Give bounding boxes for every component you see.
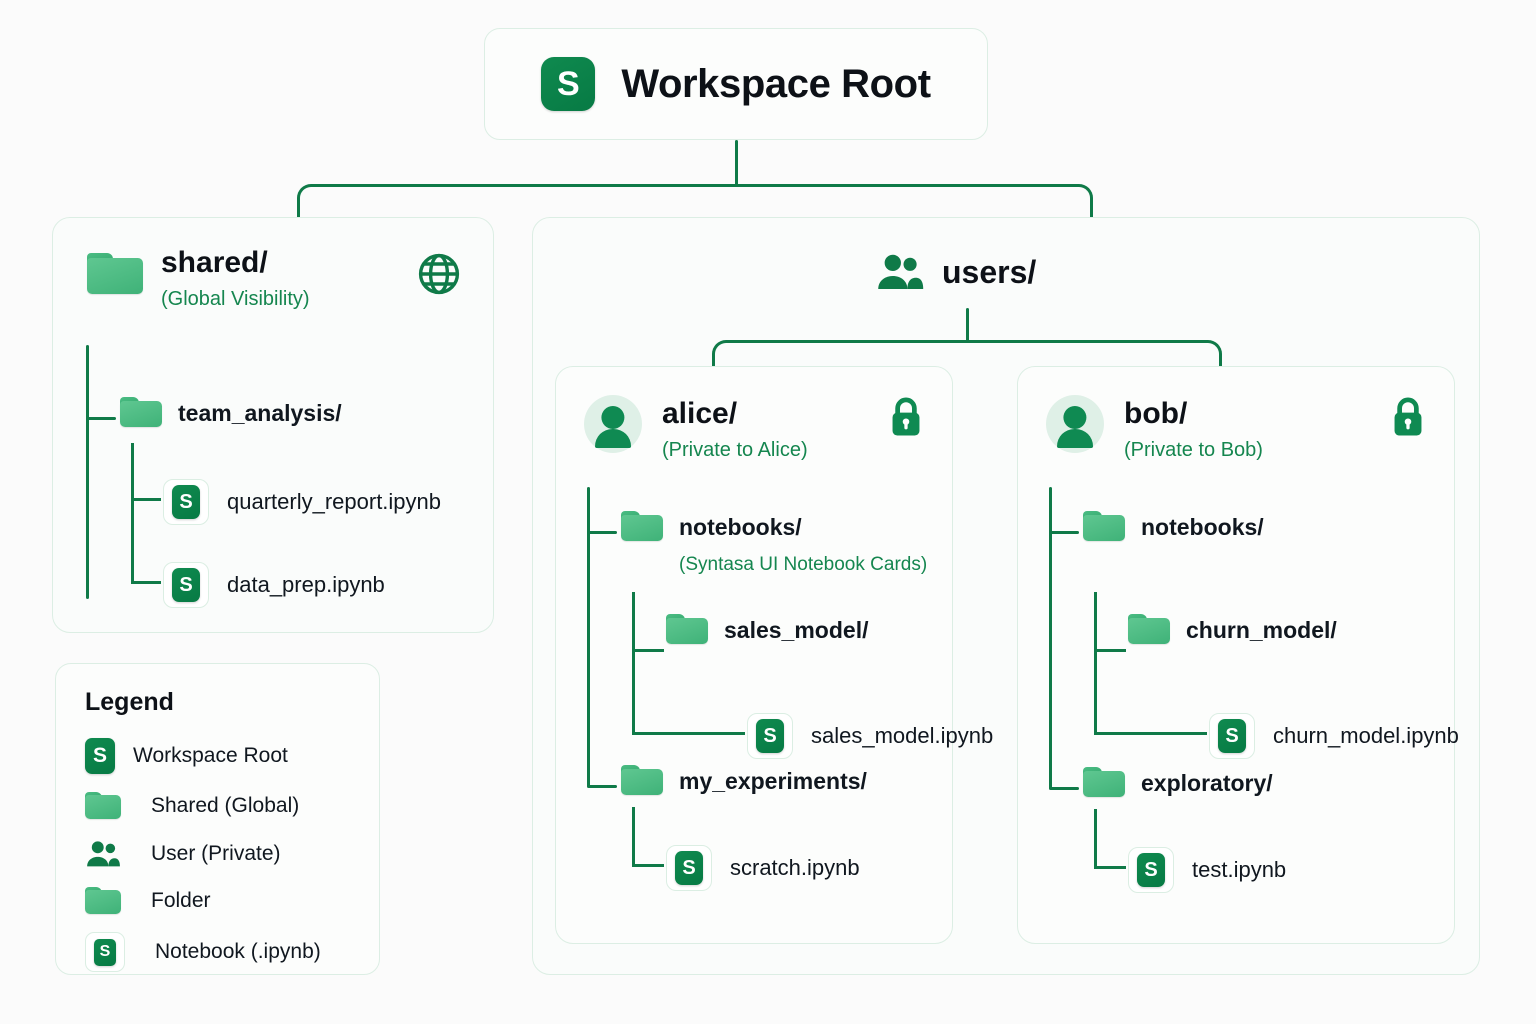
folder-icon: [85, 791, 121, 821]
legend-label: User (Private): [151, 842, 281, 866]
tree-branch-line: [1049, 531, 1079, 534]
tree-node-churn-model-folder[interactable]: churn_model/: [1128, 613, 1337, 647]
tree-node-quarterly-report[interactable]: S quarterly_report.ipynb: [163, 479, 441, 525]
folder-icon: [1128, 613, 1170, 647]
legend-item-user-private: User (Private): [85, 840, 281, 868]
user-avatar-icon: [584, 395, 642, 453]
user-avatar-icon: [1046, 395, 1104, 453]
node-label: notebooks/: [679, 514, 802, 541]
folder-icon: [85, 886, 121, 916]
tree-branch-line: [632, 807, 664, 867]
tree-node-scratch-notebook[interactable]: S scratch.ipynb: [666, 845, 860, 891]
legend-label: Notebook (.ipynb): [155, 940, 321, 964]
syntasa-s-icon: S: [85, 738, 115, 774]
tree-node-test-notebook[interactable]: S test.ipynb: [1128, 847, 1286, 893]
node-label: data_prep.ipynb: [227, 572, 385, 598]
tree-node-sales-model-folder[interactable]: sales_model/: [666, 613, 868, 647]
users-stem-connector: [966, 308, 969, 342]
tree-node-churn-model-notebook[interactable]: S churn_model.ipynb: [1209, 713, 1459, 759]
tree-branch-line: [86, 417, 116, 420]
folder-icon: [87, 252, 143, 298]
folder-icon: [120, 396, 162, 430]
root-branch-bus: [297, 184, 1093, 220]
legend-item-notebook: S Notebook (.ipynb): [85, 932, 321, 972]
legend-item-workspace-root: S Workspace Root: [85, 738, 288, 774]
alice-title: alice/: [662, 399, 808, 429]
node-label: sales_model.ipynb: [811, 723, 993, 749]
folder-icon: [1083, 510, 1125, 544]
node-label: sales_model/: [724, 617, 868, 644]
syntasa-s-icon: S: [541, 57, 595, 111]
bob-user-card[interactable]: bob/ (Private to Bob) notebooks/: [1017, 366, 1455, 944]
tree-branch-line: [587, 785, 617, 788]
notebook-icon: S: [1128, 847, 1174, 893]
folder-icon: [1083, 766, 1125, 800]
users-group-card[interactable]: users/ alice/ (Private to Alice): [532, 217, 1480, 975]
node-label: scratch.ipynb: [730, 855, 860, 881]
tree-branch-line: [1049, 787, 1079, 790]
bob-title: bob/: [1124, 399, 1263, 429]
page-title: Workspace Root: [621, 62, 930, 107]
folder-icon: [666, 613, 708, 647]
tree-node-my-experiments[interactable]: my_experiments/: [621, 764, 867, 798]
tree-branch-line: [587, 531, 617, 534]
node-label: team_analysis/: [178, 400, 342, 427]
shared-title: shared/: [161, 248, 310, 278]
workspace-root-node[interactable]: S Workspace Root: [484, 28, 988, 140]
node-label: notebooks/: [1141, 514, 1264, 541]
legend-item-folder: Folder: [85, 886, 211, 916]
node-label: quarterly_report.ipynb: [227, 489, 441, 515]
tree-node-exploratory[interactable]: exploratory/: [1083, 766, 1273, 800]
users-group-icon: [85, 840, 121, 868]
notebook-icon: S: [747, 713, 793, 759]
users-title: users/: [942, 256, 1036, 288]
shared-folder-card[interactable]: shared/ (Global Visibility) team_analysi…: [52, 217, 494, 633]
node-label: my_experiments/: [679, 768, 867, 795]
tree-node-data-prep[interactable]: S data_prep.ipynb: [163, 562, 385, 608]
node-label: test.ipynb: [1192, 857, 1286, 883]
legend-item-shared-global: Shared (Global): [85, 791, 299, 821]
notebook-icon: S: [163, 479, 209, 525]
node-label: churn_model/: [1186, 617, 1337, 644]
lock-icon: [886, 395, 926, 439]
notebook-icon: S: [666, 845, 712, 891]
globe-icon: [415, 250, 463, 298]
tree-branch-line: [131, 443, 161, 584]
lock-icon: [1388, 395, 1428, 439]
node-label: exploratory/: [1141, 770, 1273, 797]
tree-node-bob-notebooks[interactable]: notebooks/: [1083, 510, 1264, 544]
alice-notebooks-note: (Syntasa UI Notebook Cards): [679, 554, 927, 576]
tree-node-team-analysis[interactable]: team_analysis/: [120, 396, 342, 430]
tree-node-sales-model-notebook[interactable]: S sales_model.ipynb: [747, 713, 993, 759]
notebook-icon: S: [163, 562, 209, 608]
bob-subtitle: (Private to Bob): [1124, 439, 1263, 462]
root-stem-connector: [735, 140, 738, 186]
node-label: churn_model.ipynb: [1273, 723, 1459, 749]
legend-label: Shared (Global): [151, 794, 299, 818]
legend-card: Legend S Workspace Root Shared (Global) …: [55, 663, 380, 975]
tree-node-alice-notebooks[interactable]: notebooks/: [621, 510, 802, 544]
folder-icon: [621, 510, 663, 544]
shared-trunk-line: [86, 345, 89, 599]
legend-label: Workspace Root: [133, 744, 288, 768]
notebook-icon: S: [1209, 713, 1255, 759]
tree-branch-line: [1094, 809, 1126, 869]
folder-icon: [621, 764, 663, 798]
legend-title: Legend: [85, 688, 174, 717]
legend-label: Folder: [151, 889, 211, 913]
alice-subtitle: (Private to Alice): [662, 439, 808, 462]
shared-subtitle: (Global Visibility): [161, 288, 310, 311]
users-group-icon: [876, 252, 924, 292]
alice-user-card[interactable]: alice/ (Private to Alice) notebooks/: [555, 366, 953, 944]
notebook-icon: S: [85, 932, 125, 972]
